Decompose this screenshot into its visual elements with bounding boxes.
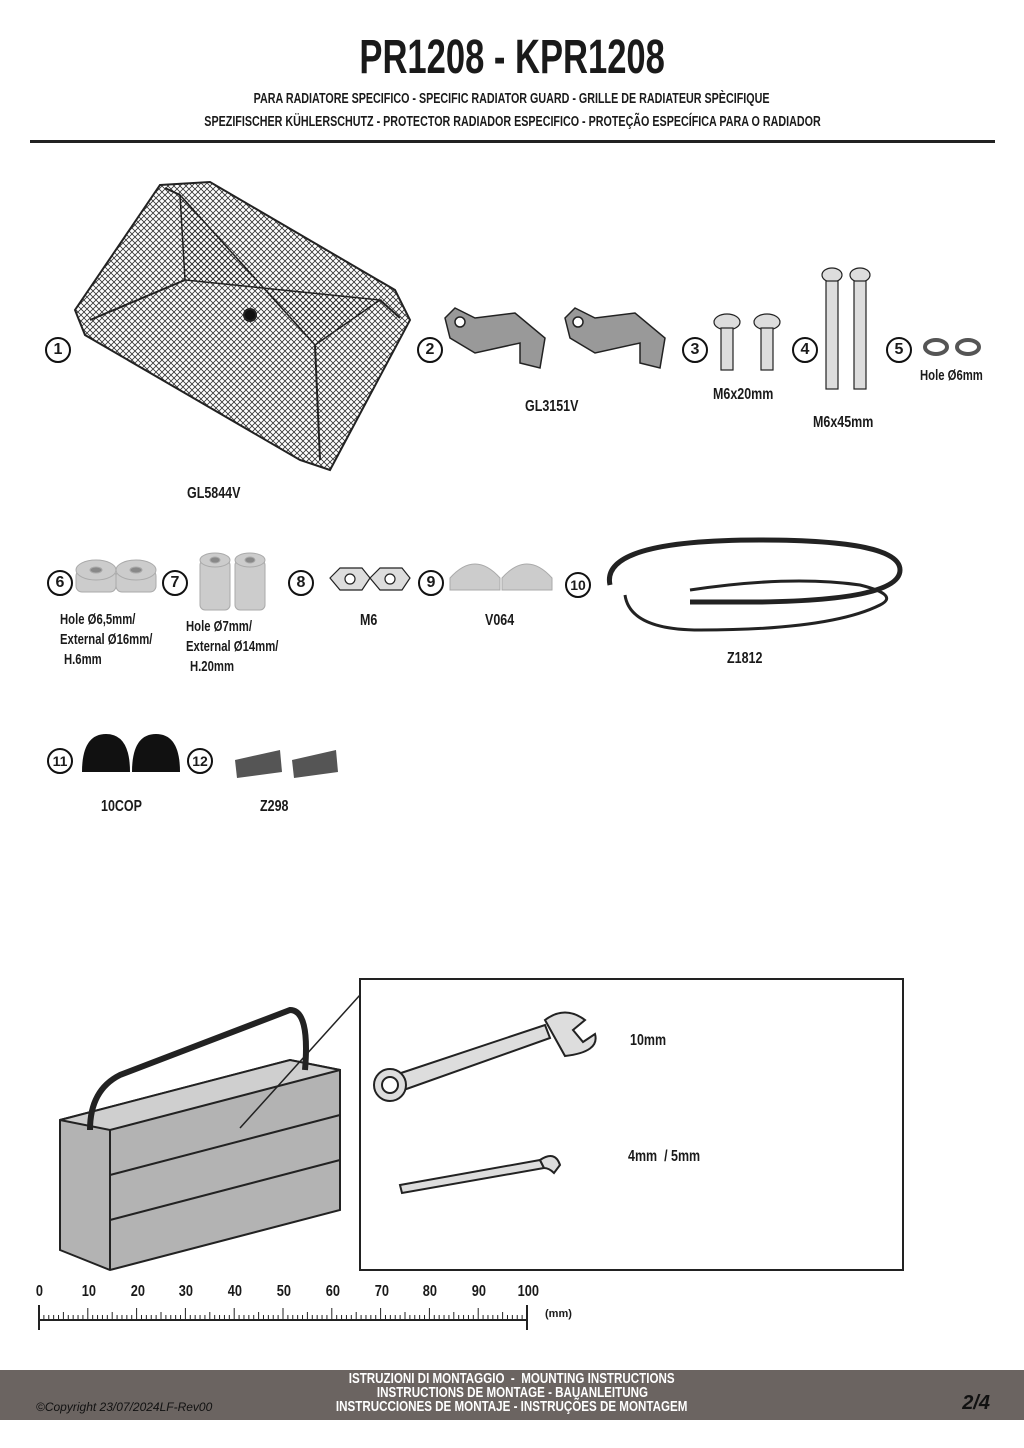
part-number-8: 8 bbox=[288, 570, 314, 596]
radiator-guard-drawing bbox=[73, 180, 412, 472]
part-number-3: 3 bbox=[682, 337, 708, 363]
part-label-11: 10COP bbox=[101, 798, 142, 815]
subtitle-line-2: SPEZIFISCHER KÜHLERSCHUTZ - PROTECTOR RA… bbox=[203, 114, 821, 130]
nut-caps-drawing bbox=[82, 734, 180, 772]
part-label-1: GL5844V bbox=[187, 485, 241, 502]
short-bolts-drawing bbox=[713, 313, 781, 371]
ruler-unit: (mm) bbox=[545, 1308, 572, 1320]
ruler-tick-label: 70 bbox=[374, 1283, 389, 1300]
part-label-3: M6x20mm bbox=[713, 386, 774, 403]
part-label-8: M6 bbox=[360, 612, 378, 629]
allen-key-drawing bbox=[398, 1155, 562, 1195]
lock-washers-drawing bbox=[923, 338, 981, 356]
subtitle-line-1: PARA RADIATORE SPECIFICO - SPECIFIC RADI… bbox=[254, 91, 770, 107]
part-number-4: 4 bbox=[792, 337, 818, 363]
part-label-4: M6x45mm bbox=[813, 414, 874, 431]
ruler-tick-label: 100 bbox=[517, 1283, 540, 1300]
rubber-mounts-drawing bbox=[449, 563, 553, 591]
allen-size-label: 4mm / 5mm bbox=[628, 1148, 701, 1165]
ruler-tick-label: 90 bbox=[471, 1283, 487, 1300]
tall-spacers-drawing bbox=[199, 552, 266, 611]
ruler-tick-label: 10 bbox=[81, 1283, 96, 1300]
footer-bar: ISTRUZIONI DI MONTAGGIO - MOUNTING INSTR… bbox=[0, 1370, 1024, 1420]
part-label-12: Z298 bbox=[260, 798, 289, 815]
bracket-drawing bbox=[444, 307, 666, 369]
adhesive-strip-drawing bbox=[606, 537, 903, 632]
part-number-7: 7 bbox=[162, 570, 188, 596]
part-label-9: V064 bbox=[485, 612, 515, 629]
rubber-pads-drawing bbox=[235, 750, 338, 778]
part-number-6: 6 bbox=[47, 570, 73, 596]
ruler-tick-label: 60 bbox=[325, 1283, 340, 1300]
part-number-10: 10 bbox=[565, 572, 591, 598]
part-label-6: Hole Ø6,5mm/ External Ø16mm/ H.6mm bbox=[60, 612, 153, 668]
ruler-tick-label: 50 bbox=[276, 1283, 292, 1300]
part-number-2: 2 bbox=[417, 337, 443, 363]
ruler-tick-label: 30 bbox=[179, 1283, 194, 1300]
wrench-size-label: 10mm bbox=[630, 1032, 667, 1049]
flat-spacers-drawing bbox=[75, 559, 157, 593]
part-label-10: Z1812 bbox=[727, 650, 763, 667]
footer-line-3: INSTRUCCIONES DE MONTAJE - INSTRUÇÕES DE… bbox=[336, 1399, 688, 1415]
wrench-drawing bbox=[373, 1011, 597, 1102]
part-number-1: 1 bbox=[45, 337, 71, 363]
page-number: 2/4 bbox=[962, 1392, 990, 1414]
part-label-7: Hole Ø7mm/ External Ø14mm/ H.20mm bbox=[186, 619, 279, 675]
ruler-tick-label: 80 bbox=[423, 1283, 438, 1300]
part-number-9: 9 bbox=[418, 570, 444, 596]
ruler-tick-label: 20 bbox=[130, 1283, 145, 1300]
ruler-drawing bbox=[38, 1305, 528, 1330]
long-bolts-drawing bbox=[821, 267, 871, 390]
part-number-12: 12 bbox=[187, 748, 213, 774]
part-label-2: GL3151V bbox=[525, 398, 579, 415]
nuts-drawing bbox=[329, 567, 411, 591]
header-divider bbox=[30, 140, 995, 143]
ruler-tick-label: 40 bbox=[227, 1283, 243, 1300]
ruler-tick-label: 0 bbox=[35, 1283, 44, 1300]
copyright: ©Copyright 23/07/2024LF-Rev00 bbox=[36, 1400, 213, 1414]
footer-line-1: ISTRUZIONI DI MONTAGGIO - MOUNTING INSTR… bbox=[349, 1371, 675, 1387]
part-label-5: Hole Ø6mm bbox=[920, 368, 983, 384]
part-number-5: 5 bbox=[886, 337, 912, 363]
footer-line-2: INSTRUCTIONS DE MONTAGE - BAUANLEITUNG bbox=[376, 1385, 648, 1401]
toolbox-drawing bbox=[59, 994, 361, 1272]
part-number-11: 11 bbox=[47, 748, 73, 774]
page-title: PR1208 - KPR1208 bbox=[359, 31, 665, 84]
tools-frame bbox=[359, 978, 904, 1271]
